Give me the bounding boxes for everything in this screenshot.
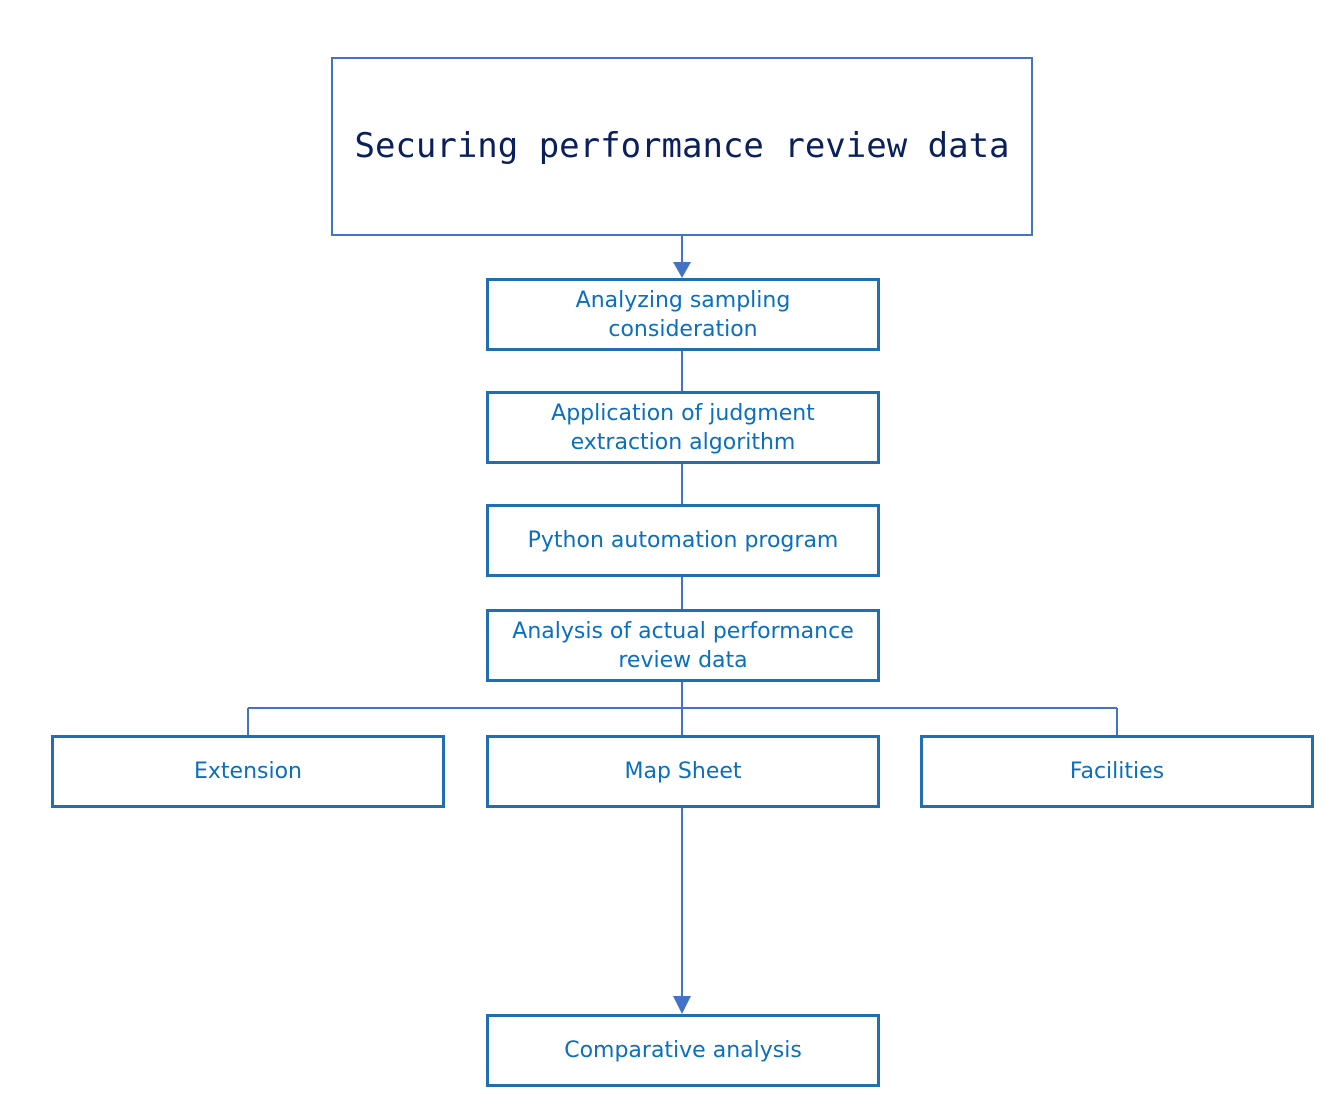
node-sampling: Analyzing sampling consideration [486,278,880,351]
node-actual-analysis: Analysis of actual performance review da… [486,609,880,682]
node-extension: Extension [51,735,445,808]
arrowhead-mapsheet-to-comparative [673,996,691,1014]
node-comparative-analysis: Comparative analysis [486,1014,880,1087]
node-python-program: Python automation program [486,504,880,577]
node-map-sheet: Map Sheet [486,735,880,808]
node-facilities-label: Facilities [1069,759,1165,784]
node-securing-data: Securing performance review data [331,57,1033,236]
node-map-sheet-label: Map Sheet [624,759,742,784]
node-python-program-label: Python automation program [527,528,839,553]
node-extension-label: Extension [193,759,302,784]
node-sampling-label: Analyzing sampling consideration [575,287,791,342]
node-judgment-algorithm: Application of judgment extraction algor… [486,391,880,464]
node-comparative-analysis-label: Comparative analysis [564,1038,802,1063]
node-facilities: Facilities [920,735,1314,808]
node-securing-data-label: Securing performance review data [354,126,1010,166]
node-actual-analysis-label: Analysis of actual performance review da… [512,618,854,673]
arrowhead-title-to-sampling [673,262,691,278]
node-judgment-algorithm-label: Application of judgment extraction algor… [551,400,815,455]
